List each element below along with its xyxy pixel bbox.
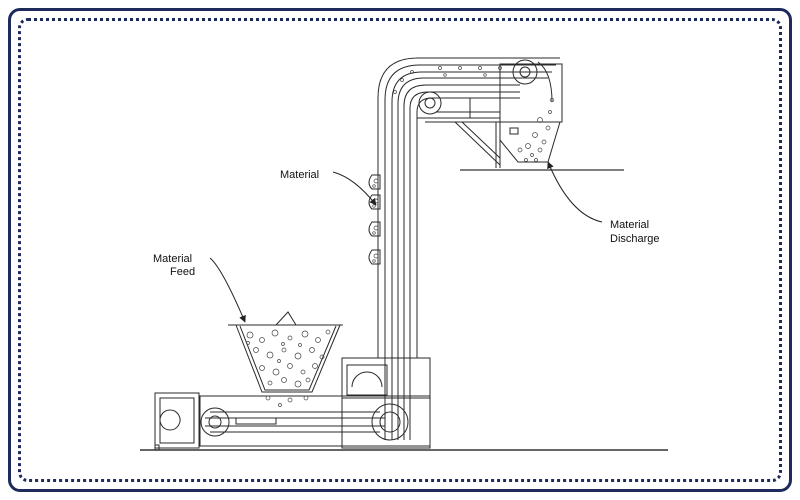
- discharge-leader: [547, 161, 603, 223]
- material-label: Material: [280, 169, 319, 181]
- discharge-label-line2: Discharge: [610, 233, 660, 245]
- head-section: [377, 57, 563, 168]
- inner-dotted-border: [18, 18, 782, 482]
- feed-label-line1: Material: [153, 253, 192, 265]
- horizontal-conveyor: [154, 392, 431, 451]
- outer-border: [8, 8, 792, 492]
- feed-hopper: [228, 311, 343, 393]
- boot-housing: [341, 357, 431, 449]
- feed-leader: [209, 257, 246, 323]
- head-chain-links: [393, 66, 502, 94]
- elevator-column: [368, 112, 418, 440]
- feed-label-line2: Feed: [170, 266, 195, 278]
- feed-material-particles: [246, 329, 331, 407]
- discharge-label-line1: Material: [610, 219, 649, 231]
- discharge-material-particles: [517, 97, 555, 162]
- material-leader: [332, 171, 377, 206]
